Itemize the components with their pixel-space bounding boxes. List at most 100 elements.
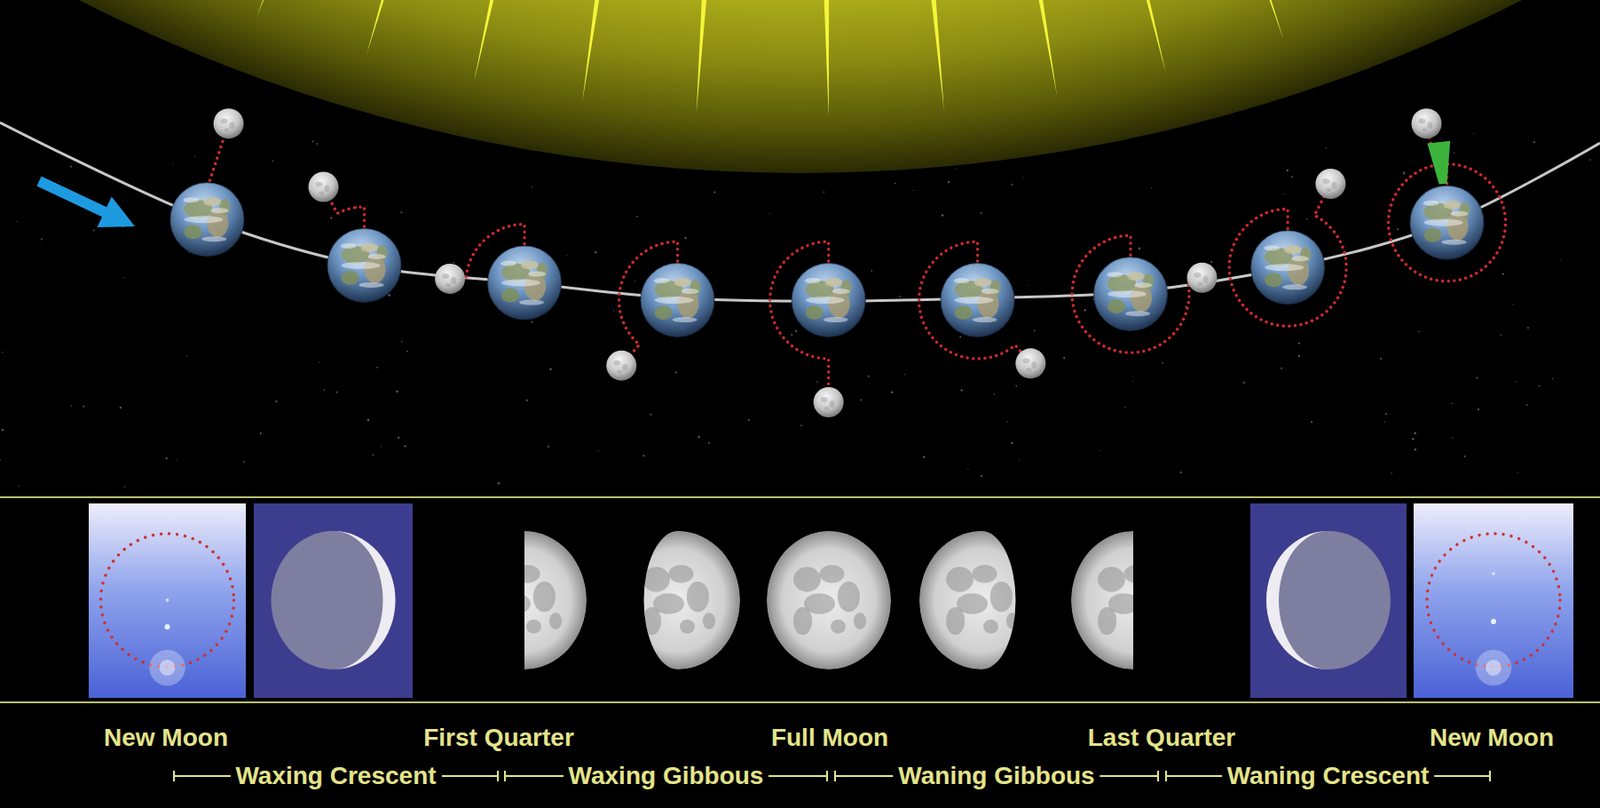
sun-ray: [256, 0, 313, 18]
star: [941, 213, 944, 216]
star: [959, 335, 962, 338]
moon-mare: [686, 581, 710, 612]
moon-mare: [1142, 581, 1165, 612]
earth-body: [1410, 185, 1485, 261]
star: [1210, 260, 1213, 263]
earth-land: [1443, 200, 1462, 210]
earthshine-disc: [1266, 530, 1391, 670]
sun-ray: [1127, 0, 1167, 73]
moon-spot: [315, 181, 324, 187]
star: [17, 485, 19, 487]
star: [1023, 177, 1025, 179]
earth-sphere: [487, 245, 562, 321]
moon-orbit-dots: [1229, 183, 1347, 326]
earth-rim: [791, 262, 867, 338]
moon: [1187, 262, 1218, 293]
star: [634, 280, 636, 282]
moon-sphere: [1015, 347, 1046, 379]
star: [395, 390, 398, 393]
moon-mare: [793, 606, 812, 635]
star: [870, 269, 873, 272]
star: [1390, 472, 1392, 473]
moon-spot: [229, 121, 236, 129]
star: [1138, 247, 1141, 250]
star: [1451, 402, 1453, 404]
moon-spot: [616, 370, 623, 374]
moon-disc: [766, 530, 891, 670]
earth-sphere: [169, 181, 245, 257]
star: [336, 391, 339, 394]
earth-cloud: [340, 243, 357, 249]
star: [400, 211, 402, 213]
strip-border: [0, 701, 1600, 703]
earth-cloud: [182, 197, 199, 203]
earth-cloud: [954, 296, 994, 304]
new-moon-dot: [1490, 618, 1497, 624]
star: [1385, 412, 1388, 415]
sun-ray: [822, 0, 829, 118]
sun-ray: [926, 0, 944, 111]
moon: [308, 171, 339, 202]
star: [1028, 283, 1030, 285]
star: [947, 181, 950, 183]
earth-body: [791, 262, 867, 338]
earth-land: [1264, 272, 1283, 287]
star: [708, 441, 710, 444]
moon-spot: [1427, 121, 1434, 129]
crescent-lit: [1266, 530, 1329, 670]
moon-spot: [445, 283, 451, 287]
star: [800, 424, 803, 426]
star: [58, 181, 60, 182]
earth-land: [183, 224, 202, 239]
moon-spot: [1025, 367, 1032, 371]
star: [822, 190, 825, 193]
earth-land: [825, 277, 844, 287]
moon-spot: [820, 396, 828, 402]
phase-label: New Moon: [98, 722, 234, 753]
earth: [640, 262, 716, 338]
star: [70, 405, 72, 408]
earth-cloud: [672, 316, 698, 323]
star: [316, 142, 319, 145]
sun-ray: [1232, 0, 1284, 40]
earth-land: [954, 305, 973, 320]
star: [1310, 420, 1313, 423]
phase-range-label: Waxing Gibbous: [563, 760, 770, 791]
range-tick: [504, 770, 506, 781]
earth-cloud: [500, 260, 517, 267]
star: [531, 321, 534, 324]
star: [1124, 406, 1126, 408]
moon-sphere: [1411, 108, 1443, 139]
star: [1473, 133, 1474, 134]
earth: [169, 181, 245, 257]
earth-land: [520, 260, 539, 270]
moon: [213, 108, 245, 139]
star: [1150, 187, 1152, 189]
moon-mare: [549, 612, 562, 630]
star: [913, 189, 915, 191]
moon-spot: [441, 273, 450, 279]
earth: [940, 262, 1016, 338]
star: [898, 295, 901, 298]
range-tick: [834, 770, 836, 781]
moon-sphere: [606, 350, 637, 381]
star: [1298, 342, 1301, 345]
direction-arrow: [36, 176, 135, 228]
phase-range-label: Waning Gibbous: [892, 760, 1100, 791]
earth-rim: [1093, 256, 1168, 332]
star: [566, 254, 568, 256]
star: [1513, 303, 1514, 305]
earth-sphere: [1093, 256, 1168, 332]
star: [1526, 403, 1529, 406]
earth-land: [361, 243, 379, 253]
extra-rotation-wedge: [1426, 141, 1451, 185]
star: [649, 413, 652, 416]
earth-cloud: [201, 236, 227, 242]
moon-mare: [642, 606, 662, 635]
crescent-sky: [253, 503, 413, 698]
star: [1475, 376, 1478, 379]
moon-mare: [990, 581, 1013, 612]
moon-mare: [533, 581, 556, 612]
star: [922, 456, 925, 458]
sun-glow: [1485, 659, 1502, 676]
